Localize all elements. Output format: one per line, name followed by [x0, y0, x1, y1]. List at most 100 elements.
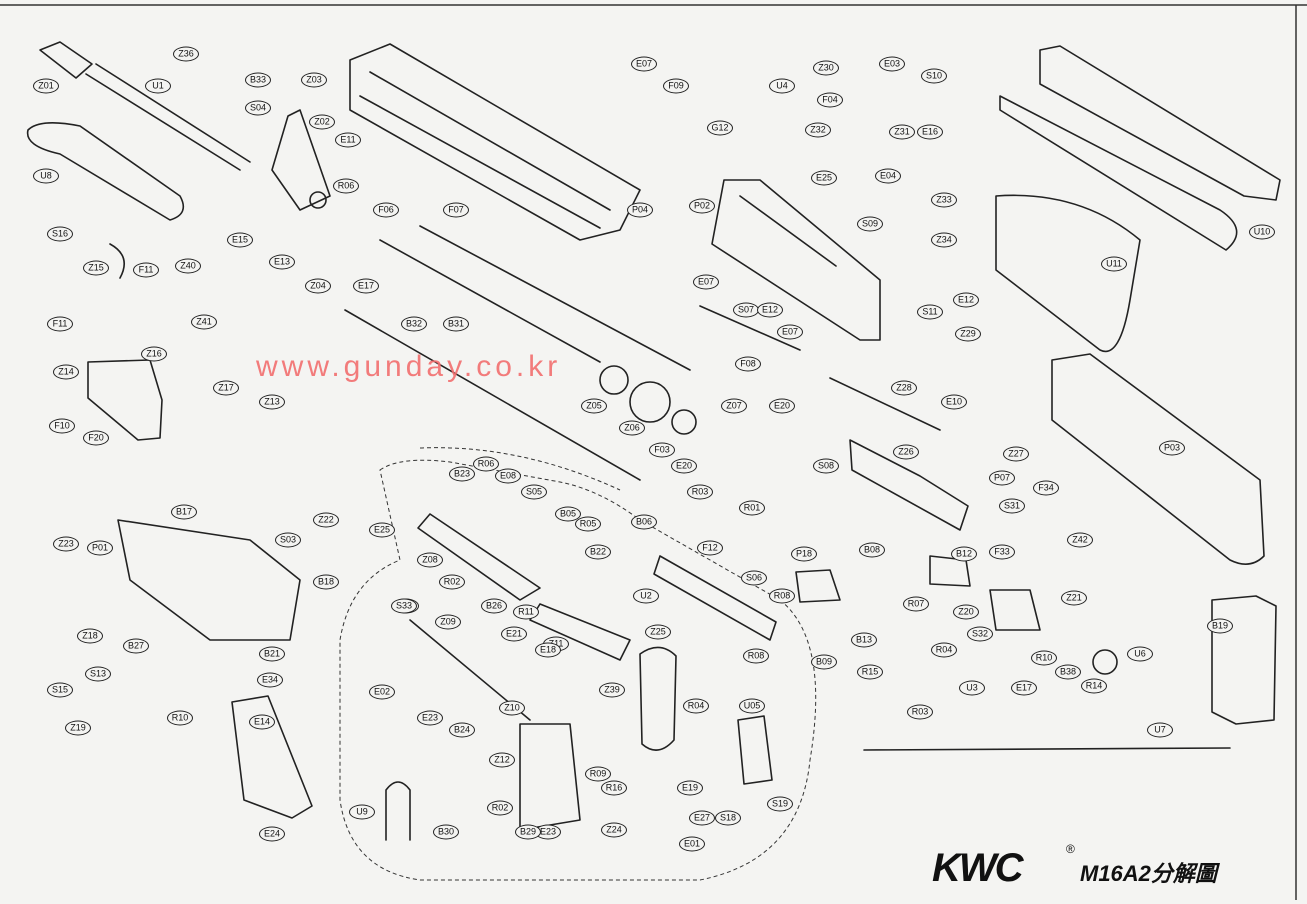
part-label-u9: U9	[349, 804, 375, 820]
part-label-z22: Z22	[313, 512, 339, 528]
part-label-e18: E18	[535, 642, 561, 658]
part-label-z09: Z09	[435, 614, 461, 630]
part-label-z39: Z39	[599, 682, 625, 698]
part-label-u7: U7	[1147, 722, 1173, 738]
part-label-b18: B18	[313, 574, 339, 590]
registered-mark: ®	[1066, 842, 1075, 856]
part-label-r06: R06	[473, 456, 499, 472]
part-label-b17: B17	[171, 504, 197, 520]
part-label-e03: E03	[879, 56, 905, 72]
part-label-s05: S05	[521, 484, 547, 500]
part-label-s03: S03	[275, 532, 301, 548]
part-label-f33: F33	[989, 544, 1015, 560]
part-label-r10: R10	[1031, 650, 1057, 666]
part-label-s08: S08	[813, 458, 839, 474]
part-label-s15: S15	[47, 682, 73, 698]
part-label-b29: B29	[515, 824, 541, 840]
carry-handle	[711, 179, 881, 341]
part-label-b24: B24	[449, 722, 475, 738]
part-label-b33: B33	[245, 72, 271, 88]
part-label-z12: Z12	[489, 752, 515, 768]
trigger	[109, 243, 126, 279]
part-label-r14: R14	[1081, 678, 1107, 694]
part-label-z27: Z27	[1003, 446, 1029, 462]
part-label-s32: S32	[967, 626, 993, 642]
brand-logo: KWC	[932, 846, 1024, 890]
part-label-p18: P18	[791, 546, 817, 562]
part-label-b38: B38	[1055, 664, 1081, 680]
part-label-b05: B05	[555, 506, 581, 522]
stock-grip	[995, 194, 1141, 353]
part-label-r01: R01	[739, 500, 765, 516]
part-label-e10: E10	[941, 394, 967, 410]
part-label-f12: F12	[697, 540, 723, 556]
part-label-b09: B09	[811, 654, 837, 670]
part-label-z31: Z31	[889, 124, 915, 140]
part-label-b32: B32	[401, 316, 427, 332]
part-label-p07: P07	[989, 470, 1015, 486]
sling	[26, 122, 185, 221]
part-label-z10: Z10	[499, 700, 525, 716]
part-label-z01: Z01	[33, 78, 59, 94]
part-label-f11: F11	[133, 262, 159, 278]
part-label-e23: E23	[417, 710, 443, 726]
part-label-b21: B21	[259, 646, 285, 662]
part-label-u6: U6	[1127, 646, 1153, 662]
part-label-r10: R10	[167, 710, 193, 726]
part-label-b27: B27	[123, 638, 149, 654]
part-label-r08: R08	[769, 588, 795, 604]
part-label-r04: R04	[931, 642, 957, 658]
part-label-z18: Z18	[77, 628, 103, 644]
part-label-z03: Z03	[301, 72, 327, 88]
part-label-u2: U2	[633, 588, 659, 604]
part-label-f06: F06	[373, 202, 399, 218]
part-label-r06: R06	[333, 178, 359, 194]
part-label-e21: E21	[501, 626, 527, 642]
gas-group-outline	[339, 459, 817, 881]
watermark-text: www.gunday.co.kr	[256, 350, 562, 383]
part-label-u11: U11	[1101, 256, 1127, 272]
part-label-f10: F10	[49, 418, 75, 434]
part-label-e13: E13	[269, 254, 295, 270]
part-label-r04: R04	[683, 698, 709, 714]
part-label-u10: U10	[1249, 224, 1275, 240]
part-label-s16: S16	[47, 226, 73, 242]
part-label-e04: E04	[875, 168, 901, 184]
part-label-z28: Z28	[891, 380, 917, 396]
part-label-e07: E07	[777, 324, 803, 340]
part-label-p01: P01	[87, 540, 113, 556]
part-label-s19: S19	[767, 796, 793, 812]
part-label-e23: E23	[535, 824, 561, 840]
handguard	[349, 43, 641, 241]
part-label-b06: B06	[631, 514, 657, 530]
part-label-f03: F03	[649, 442, 675, 458]
part-label-z04: Z04	[305, 278, 331, 294]
part-label-s10: S10	[921, 68, 947, 84]
part-label-b30: B30	[433, 824, 459, 840]
part-label-f34: F34	[1033, 480, 1059, 496]
part-label-z13: Z13	[259, 394, 285, 410]
part-label-z21: Z21	[1061, 590, 1087, 606]
part-label-p03: P03	[1159, 440, 1185, 456]
part-label-f20: F20	[83, 430, 109, 446]
part-label-e14: E14	[249, 714, 275, 730]
part-label-e17: E17	[1011, 680, 1037, 696]
part-label-e15: E15	[227, 232, 253, 248]
flash-hider	[39, 41, 93, 79]
part-label-b31: B31	[443, 316, 469, 332]
part-label-e07: E07	[693, 274, 719, 290]
part-label-z16: Z16	[141, 346, 167, 362]
part-label-z15: Z15	[83, 260, 109, 276]
part-label-b26: B26	[481, 598, 507, 614]
part-label-z41: Z41	[191, 314, 217, 330]
part-label-f07: F07	[443, 202, 469, 218]
part-label-b22: B22	[585, 544, 611, 560]
part-label-z32: Z32	[805, 122, 831, 138]
part-label-z25: Z25	[645, 624, 671, 640]
part-label-s31: S31	[999, 498, 1025, 514]
part-label-b23: B23	[449, 466, 475, 482]
part-label-z20: Z20	[953, 604, 979, 620]
part-label-u3: U3	[959, 680, 985, 696]
hose	[385, 781, 411, 841]
